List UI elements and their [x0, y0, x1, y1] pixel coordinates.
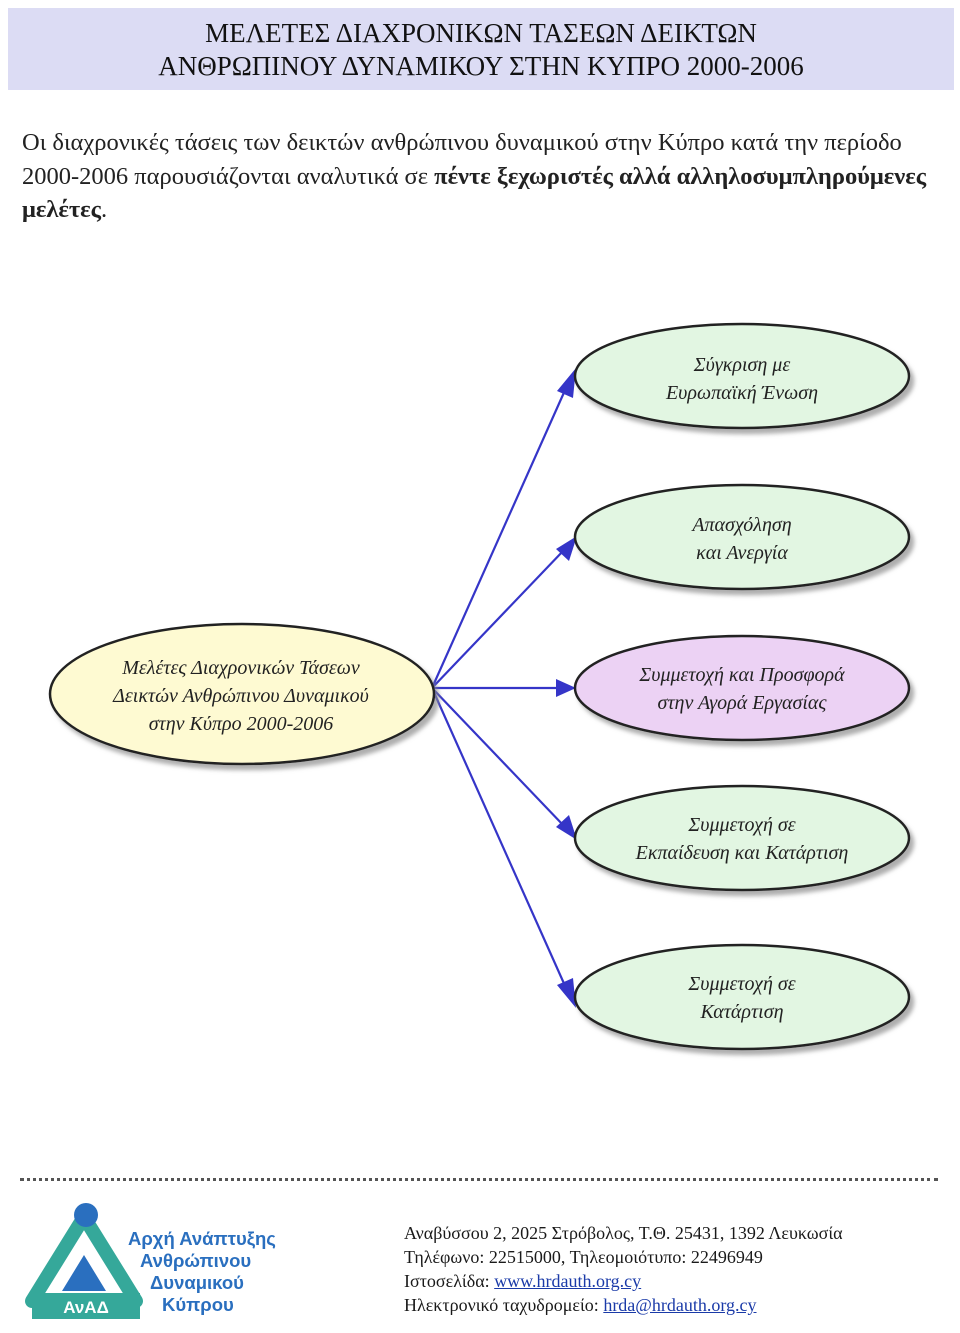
center-line-2: Δεικτών Ανθρώπινου Δυναμικού	[112, 685, 369, 707]
intro-period: .	[100, 196, 108, 223]
study-2-line-1: Απασχόληση	[690, 514, 791, 536]
logo-person-head-icon	[74, 1203, 98, 1227]
study-node-training: Συμμετοχή σε Κατάρτιση	[573, 943, 911, 1051]
logo-line-1: Αρχή Ανάπτυξης	[128, 1228, 276, 1250]
arrow-head-icon	[557, 368, 576, 398]
study-5-line-2: Κατάρτιση	[699, 1001, 783, 1023]
logo-line-4: Κύπρου	[162, 1294, 234, 1315]
study-node-employment: Απασχόληση και Ανεργία	[573, 483, 911, 591]
title-banner: ΜΕΛΕΤΕΣ ΔΙΑΧΡΟΝΙΚΩΝ ΤΑΣΕΩΝ ΔΕΙΚΤΩΝ ΑΝΘΡΩ…	[8, 8, 954, 90]
arrow-head-icon	[556, 679, 576, 697]
logo-line-2: Ανθρώπινου	[140, 1250, 251, 1271]
footer-divider	[20, 1178, 938, 1181]
arrow-head-icon	[557, 978, 576, 1008]
study-node-participation: Συμμετοχή και Προσφορά στην Αγορά Εργασί…	[573, 634, 911, 742]
logo-inner-triangle-icon	[62, 1255, 106, 1291]
study-node-eu-comparison: Σύγκριση με Ευρωπαϊκή Ένωση	[573, 322, 911, 430]
email-label: Ηλεκτρονικό ταχυδρομείο:	[404, 1295, 604, 1315]
arrow-to-training	[430, 687, 568, 989]
intro-text: Οι διαχρονικές τάσεις των δεικτών ανθρώπ…	[22, 129, 902, 190]
study-2-line-2: και Ανεργία	[696, 542, 788, 564]
intro-paragraph: Οι διαχρονικές τάσεις των δεικτών ανθρώπ…	[22, 126, 947, 227]
arrow-head-icon	[556, 815, 577, 840]
center-line-3: στην Κύπρο 2000-2006	[149, 713, 334, 735]
study-3-line-1: Συμμετοχή και Προσφορά	[638, 664, 845, 686]
email-line: Ηλεκτρονικό ταχυδρομείο: hrda@hrdauth.or…	[404, 1293, 843, 1317]
logo-line-3: Δυναμικού	[150, 1272, 244, 1293]
arrow-to-eu-comparison	[430, 387, 568, 689]
studies-diagram: Μελέτες Διαχρονικών Τάσεων Δεικτών Ανθρώ…	[48, 322, 911, 1051]
intro-emphasis: πέντε ξεχωριστές αλλά αλληλοσυμπληρούμεν…	[22, 162, 927, 224]
center-node: Μελέτες Διαχρονικών Τάσεων Δεικτών Ανθρώ…	[48, 622, 436, 766]
study-ellipse	[573, 634, 911, 742]
website-label: Ιστοσελίδα:	[404, 1271, 495, 1291]
address-line: Αναβύσσου 2, 2025 Στρόβολος, Τ.Θ. 25431,…	[404, 1223, 843, 1243]
study-ellipse	[573, 784, 911, 892]
page-title-line-2: ΑΝΘΡΩΠΙΝΟΥ ΔΥΝΑΜΙΚΟΥ ΣΤΗΝ ΚΥΠΡΟ 2000-200…	[158, 51, 804, 81]
study-1-line-1: Σύγκριση με	[693, 354, 791, 376]
study-node-education-training: Συμμετοχή σε Εκπαίδευση και Κατάρτιση	[573, 784, 911, 892]
center-line-1: Μελέτες Διαχρονικών Τάσεων	[121, 657, 360, 679]
study-1-line-2: Ευρωπαϊκή Ένωση	[665, 382, 818, 404]
page-title-line-1: ΜΕΛΕΤΕΣ ΔΙΑΧΡΟΝΙΚΩΝ ΤΑΣΕΩΝ ΔΕΙΚΤΩΝ	[205, 18, 757, 48]
study-4-line-2: Εκπαίδευση και Κατάρτιση	[635, 842, 849, 864]
website-link[interactable]: www.hrdauth.org.cy	[494, 1271, 642, 1291]
study-5-line-1: Συμμετοχή σε	[687, 973, 795, 995]
arrow-to-employment	[431, 549, 565, 689]
center-ellipse	[48, 622, 436, 766]
arrows	[430, 368, 577, 1008]
arrow-to-education-training	[431, 687, 565, 827]
logo-badge-text: ΑνΑΔ	[63, 1298, 109, 1317]
phone-line: Τηλέφωνο: 22515000, Τηλεομοιότυπο: 22496…	[404, 1247, 763, 1267]
study-4-line-1: Συμμετοχή σε	[687, 814, 795, 836]
study-3-line-2: στην Αγορά Εργασίας	[658, 692, 828, 714]
website-line: Ιστοσελίδα: www.hrdauth.org.cy	[404, 1269, 843, 1293]
email-link[interactable]: hrda@hrdauth.org.cy	[603, 1295, 757, 1315]
logo-badge	[32, 1293, 140, 1319]
study-ellipse	[573, 483, 911, 591]
hrda-logo: ΑνΑΔ Αρχή Ανάπτυξης Ανθρώπινου Δυναμικού…	[25, 1203, 276, 1319]
study-ellipse	[573, 322, 911, 430]
contact-block: Αναβύσσου 2, 2025 Στρόβολος, Τ.Θ. 25431,…	[404, 1221, 843, 1317]
arrow-head-icon	[556, 536, 577, 561]
study-ellipse	[573, 943, 911, 1051]
